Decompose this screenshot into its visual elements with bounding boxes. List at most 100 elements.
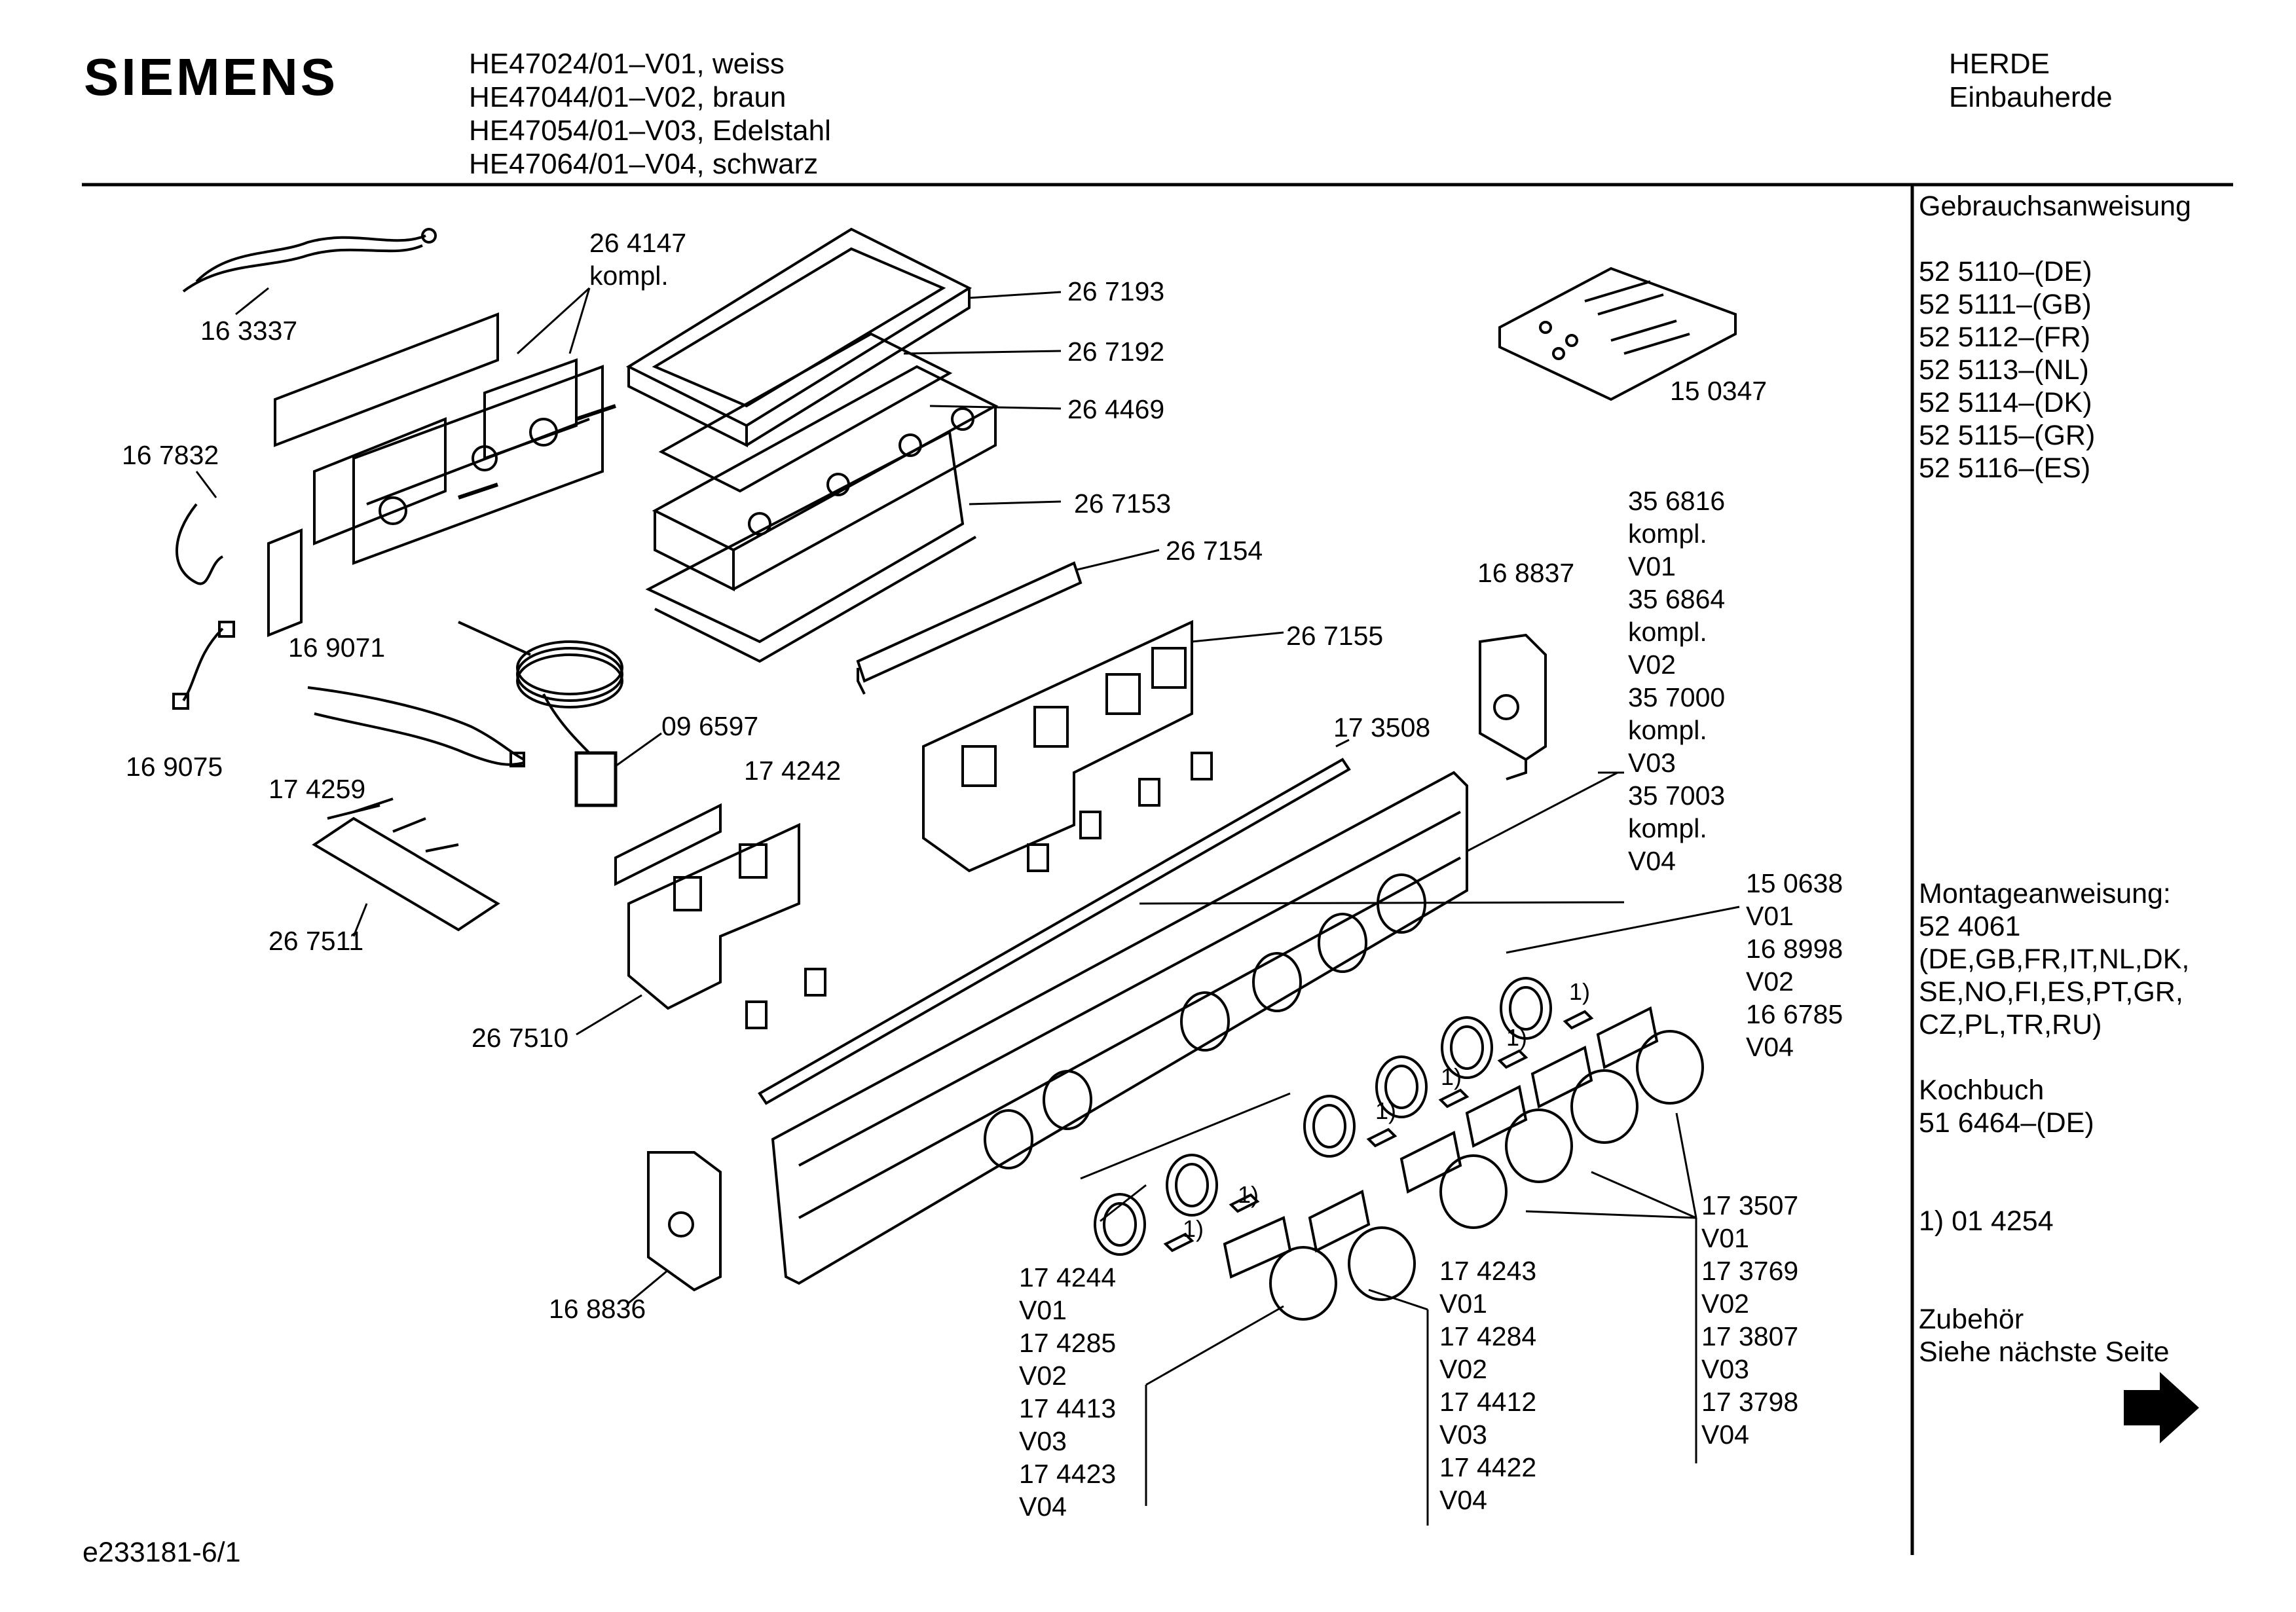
stack-line: V02 — [1746, 966, 1794, 997]
part-label: 16 3337 — [200, 316, 298, 346]
footnote-mark: 1) — [1375, 1097, 1397, 1124]
stack-line: V01 — [1701, 1223, 1749, 1253]
connector-16-7832 — [176, 471, 303, 637]
stack-line: V03 — [1701, 1354, 1749, 1384]
housing-stack-26-7192-26-4469-26-7153 — [645, 332, 1062, 663]
stack-line: 17 4244 — [1019, 1262, 1117, 1292]
bracket-16-8837 — [1479, 633, 1547, 780]
stack-line: 35 6816 — [1628, 486, 1726, 516]
knob-a-variant-list: 17 4244 V01 17 4285 V02 17 4413 V03 17 4… — [1019, 1261, 1116, 1523]
stack-line: V03 — [1439, 1420, 1487, 1450]
stack-line: 35 7000 — [1628, 682, 1726, 712]
stack-line: 17 4423 — [1019, 1459, 1117, 1489]
footnote-text: 1) 01 4254 — [1919, 1205, 2054, 1237]
stack-line: kompl. — [1628, 715, 1707, 745]
model-line: HE47044/01–V02, braun — [469, 81, 787, 113]
stack-line: 35 7003 — [1628, 780, 1726, 811]
stack-line: 16 8998 — [1746, 934, 1843, 964]
stack-line: V04 — [1439, 1485, 1487, 1515]
part-label: 26 7510 — [472, 1023, 569, 1053]
stack-line: 17 3807 — [1701, 1321, 1799, 1351]
knob-c-variant-list: 17 3507 V01 17 3769 V02 17 3807 V03 17 3… — [1701, 1189, 1798, 1451]
part-label: 26 7154 — [1166, 536, 1263, 566]
stack-line: 17 4412 — [1439, 1387, 1537, 1417]
footnote-mark: 1) — [1183, 1215, 1204, 1242]
stack-line: V04 — [1628, 846, 1676, 876]
panel-variant-list: 35 6816 kompl. V01 35 6864 kompl. V02 35… — [1628, 485, 1725, 877]
footnote-mark: 1) — [1569, 978, 1591, 1005]
stack-line: V02 — [1019, 1361, 1067, 1391]
footnote-mark: 1) — [1238, 1181, 1259, 1208]
stack-line: V04 — [1701, 1420, 1749, 1450]
switch-block-26-7155 — [922, 619, 1284, 873]
part-label: 15 0347 — [1670, 376, 1768, 406]
part-label: 26 7192 — [1067, 337, 1165, 367]
stack-line: 17 4284 — [1439, 1321, 1537, 1351]
part-label: 16 9075 — [126, 752, 223, 782]
part-label: 26 7193 — [1067, 276, 1165, 306]
accessories-note: Siehe nächste Seite — [1919, 1336, 2170, 1368]
knobs — [1223, 1006, 1704, 1321]
part-label: 26 7511 — [268, 926, 364, 956]
stack-line: V01 — [1439, 1289, 1487, 1319]
knob-b-variant-list: 17 4243 V01 17 4284 V02 17 4412 V03 17 4… — [1439, 1255, 1536, 1516]
stack-line: 17 4413 — [1019, 1393, 1117, 1423]
stack-line: 35 6864 — [1628, 584, 1726, 614]
stack-line: 17 4243 — [1439, 1256, 1537, 1286]
part-label: 26 4469 — [1067, 394, 1165, 424]
footnote-mark: 1) — [1506, 1024, 1528, 1051]
stack-line: V02 — [1628, 650, 1676, 680]
mounting-langs: SE,NO,FI,ES,PT,GR, — [1919, 976, 2183, 1008]
next-page-arrow-icon — [2124, 1372, 2199, 1444]
stack-line: 17 3507 — [1701, 1190, 1799, 1220]
manual-item: 52 5116–(ES) — [1919, 452, 2091, 484]
stack-line: kompl. — [1628, 519, 1707, 549]
stack-line: V01 — [1746, 901, 1794, 931]
part-label: 26 7155 — [1286, 621, 1384, 651]
trim-strip-17-3508 — [758, 739, 1351, 1105]
model-line: HE47024/01–V01, weiss — [469, 48, 785, 80]
part-label: 09 6597 — [661, 711, 759, 741]
part-label-sub: kompl. — [589, 261, 669, 291]
manuals-heading: Gebrauchsanweisung — [1919, 191, 2191, 222]
stack-line: V04 — [1746, 1032, 1794, 1062]
rings — [1094, 977, 1594, 1256]
manual-item: 52 5112–(FR) — [1919, 321, 2091, 353]
cookbook-block: Kochbuch 51 6464–(DE) — [1919, 1074, 2094, 1139]
category-block: HERDE Einbauherde — [1949, 47, 2113, 114]
part-label: 26 4147 — [589, 228, 687, 258]
accessories-heading: Zubehör — [1919, 1304, 2024, 1335]
mounting-number: 52 4061 — [1919, 911, 2021, 942]
sensor-09-6597 — [458, 621, 662, 807]
switch-block-26-7510 — [576, 803, 800, 1036]
accessory-bag-15-0347 — [1498, 266, 1737, 401]
model-line: HE47054/01–V03, Edelstahl — [469, 115, 831, 147]
part-label: 17 4259 — [268, 774, 366, 804]
document-code: e233181-6/1 — [83, 1537, 241, 1568]
subcategory-title: Einbauherde — [1949, 81, 2113, 113]
manual-item: 52 5110–(DE) — [1919, 256, 2092, 287]
mounting-heading: Montageanweisung: — [1919, 878, 2171, 909]
part-label: 26 7153 — [1074, 488, 1172, 519]
mounting-langs: (DE,GB,FR,IT,NL,DK, — [1919, 943, 2190, 975]
ring-variant-list: 15 0638 V01 16 8998 V02 16 6785 V04 — [1746, 867, 1843, 1063]
stack-line: kompl. — [1628, 617, 1707, 647]
stack-line: V04 — [1019, 1492, 1067, 1522]
manual-item: 52 5115–(GR) — [1919, 420, 2096, 451]
part-label: 17 4242 — [744, 756, 842, 786]
wiring-17-4259 — [307, 686, 525, 767]
part-label: 16 8837 — [1477, 558, 1575, 588]
manuals-list: 52 5110–(DE) 52 5111–(GB) 52 5112–(FR) 5… — [1919, 255, 2095, 485]
leader-lines — [1080, 771, 1740, 1526]
stack-line: kompl. — [1628, 813, 1707, 843]
frame-26-7193 — [625, 227, 1062, 448]
bracket-16-8836 — [628, 1151, 722, 1304]
stack-line: V02 — [1701, 1289, 1749, 1319]
stack-line: V01 — [1628, 551, 1676, 581]
mounting-block: Montageanweisung: 52 4061 (DE,GB,FR,IT,N… — [1919, 877, 2189, 1041]
part-label: 16 8836 — [549, 1294, 646, 1324]
stack-line: V03 — [1628, 748, 1676, 778]
manual-item: 52 5113–(NL) — [1919, 354, 2089, 386]
stack-line: 17 3798 — [1701, 1387, 1799, 1417]
